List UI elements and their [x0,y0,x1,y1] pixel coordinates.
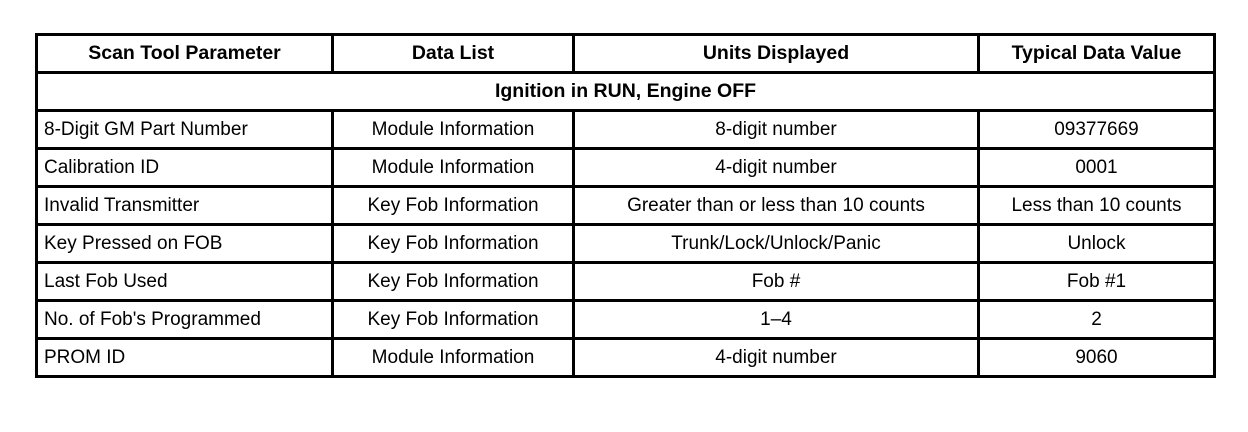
table-row: Invalid Transmitter Key Fob Information … [35,185,1216,226]
cell-data-list: Key Fob Information [331,299,575,340]
cell-data-list: Key Fob Information [331,185,575,226]
cell-typical-data-value: Fob #1 [977,261,1216,302]
scan-tool-parameter-table-container: Scan Tool Parameter Data List Units Disp… [35,33,1216,378]
table-section-header-row: Ignition in RUN, Engine OFF [35,71,1216,112]
table-row: PROM ID Module Information 4-digit numbe… [35,337,1216,378]
table-header: Scan Tool Parameter Data List Units Disp… [35,33,1216,74]
cell-typical-data-value: 09377669 [977,109,1216,150]
column-header-scan-tool-parameter: Scan Tool Parameter [35,33,334,74]
cell-parameter: PROM ID [35,337,334,378]
cell-typical-data-value: Less than 10 counts [977,185,1216,226]
cell-units-displayed: 8-digit number [572,109,980,150]
section-title-ignition-run-engine-off: Ignition in RUN, Engine OFF [35,71,1216,112]
cell-parameter: Calibration ID [35,147,334,188]
cell-data-list: Module Information [331,337,575,378]
scan-tool-parameter-table: Scan Tool Parameter Data List Units Disp… [35,33,1216,378]
cell-parameter: Invalid Transmitter [35,185,334,226]
table-row: Calibration ID Module Information 4-digi… [35,147,1216,188]
column-header-units-displayed: Units Displayed [572,33,980,74]
cell-units-displayed: Fob # [572,261,980,302]
cell-data-list: Key Fob Information [331,261,575,302]
table-row: 8-Digit GM Part Number Module Informatio… [35,109,1216,150]
cell-data-list: Key Fob Information [331,223,575,264]
table-row: Key Pressed on FOB Key Fob Information T… [35,223,1216,264]
cell-typical-data-value: 9060 [977,337,1216,378]
table-row: No. of Fob's Programmed Key Fob Informat… [35,299,1216,340]
table-header-row: Scan Tool Parameter Data List Units Disp… [35,33,1216,74]
cell-units-displayed: 1–4 [572,299,980,340]
cell-parameter: No. of Fob's Programmed [35,299,334,340]
cell-typical-data-value: Unlock [977,223,1216,264]
cell-units-displayed: 4-digit number [572,147,980,188]
cell-units-displayed: 4-digit number [572,337,980,378]
cell-parameter: Last Fob Used [35,261,334,302]
cell-data-list: Module Information [331,109,575,150]
table-body: Ignition in RUN, Engine OFF 8-Digit GM P… [35,71,1216,378]
cell-data-list: Module Information [331,147,575,188]
column-header-typical-data-value: Typical Data Value [977,33,1216,74]
cell-typical-data-value: 0001 [977,147,1216,188]
cell-parameter: Key Pressed on FOB [35,223,334,264]
cell-units-displayed: Trunk/Lock/Unlock/Panic [572,223,980,264]
cell-typical-data-value: 2 [977,299,1216,340]
column-header-data-list: Data List [331,33,575,74]
cell-units-displayed: Greater than or less than 10 counts [572,185,980,226]
cell-parameter: 8-Digit GM Part Number [35,109,334,150]
table-row: Last Fob Used Key Fob Information Fob # … [35,261,1216,302]
